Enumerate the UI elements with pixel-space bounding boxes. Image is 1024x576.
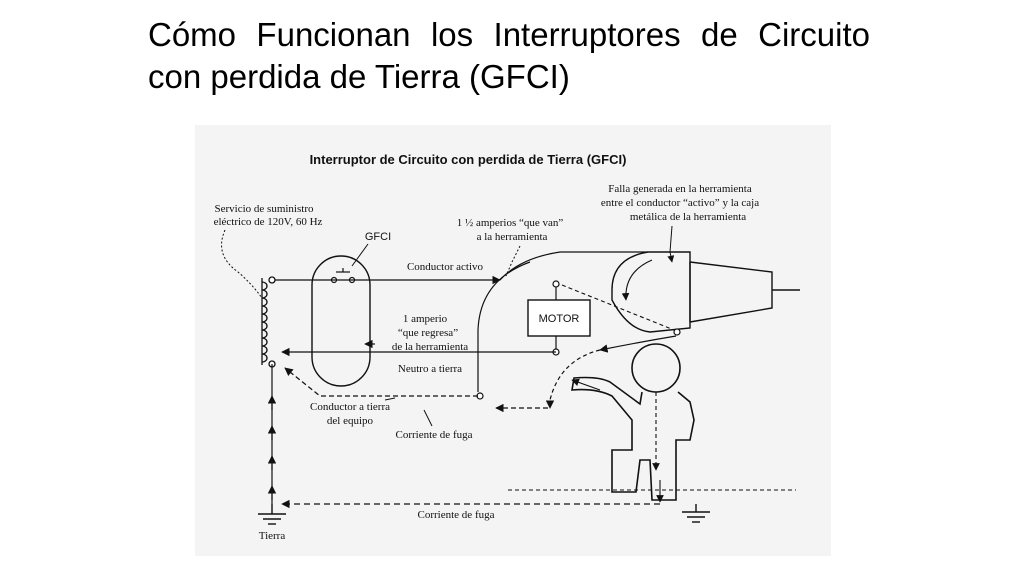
tool-cord-left [477,261,531,392]
neutral-label: Neutro a tierra [398,363,462,375]
motor-box [527,299,591,337]
ground-symbol-left [258,504,286,525]
ground-symbol-right [682,504,710,523]
slide-title-line-2: con perdida de Tierra (GFCI) [148,58,570,95]
leakage-leader [423,409,433,427]
hand-current-arrow [571,378,601,391]
amps-back-label-2: “que regresa” [398,327,458,339]
slide-title: Cómo Funcionan los Interruptores de Circ… [148,14,870,98]
leakage-label-lower: Corriente de fuga [418,509,495,521]
amps-in-label-1: 1 ½ amperios “que van” [457,217,564,229]
leak-down [545,349,601,409]
leakage-label-upper: Corriente de fuga [396,429,473,441]
amps-in-label-2: a la herramienta [477,231,548,243]
fault-label-3: metálica de la herramienta [630,211,746,223]
gfci-diagram-svg: Interruptor de Circuito con perdida de T… [214,152,800,542]
ground-label: Tierra [259,530,286,542]
fault-internal-arrow [621,259,653,301]
fault-label-1: Falla generada en la herramienta [608,183,752,195]
gfci-label: GFCI [365,231,391,243]
service-label-2: eléctrico de 120V, 60 Hz [214,216,323,228]
active-conductor-label: Conductor activo [407,261,484,273]
equipment-ground-line [284,367,478,397]
leak-from-tool [599,335,677,353]
ground-conductor-label-1: Conductor a tierra [310,401,390,413]
tool-cord-top [499,251,648,281]
fault-dashed-line [561,284,675,331]
person-figure [571,343,695,501]
power-tool [611,251,800,333]
gfci-ring [311,255,371,387]
fault-leader [667,225,675,263]
transformer-coil [261,276,276,368]
ground-conductor-leader [384,397,396,401]
amps-in-leader [505,245,521,277]
ground-conductor-label-2: del equipo [327,415,374,427]
service-label-1: Servicio de suministro [215,203,314,215]
gfci-diagram: Interruptor de Circuito con perdida de T… [195,125,831,556]
fault-label-2: entre el conductor “activo” y la caja [601,197,759,209]
gfci-leader [351,243,369,267]
slide-title-line-1: Cómo Funcionan los Interruptores de Circ… [148,16,870,53]
motor-label: MOTOR [539,313,580,325]
service-leader [221,229,263,299]
amps-back-label-1: 1 amperio [403,313,448,325]
diagram-heading: Interruptor de Circuito con perdida de T… [310,152,627,167]
amps-back-label-3: de la herramienta [392,341,468,353]
